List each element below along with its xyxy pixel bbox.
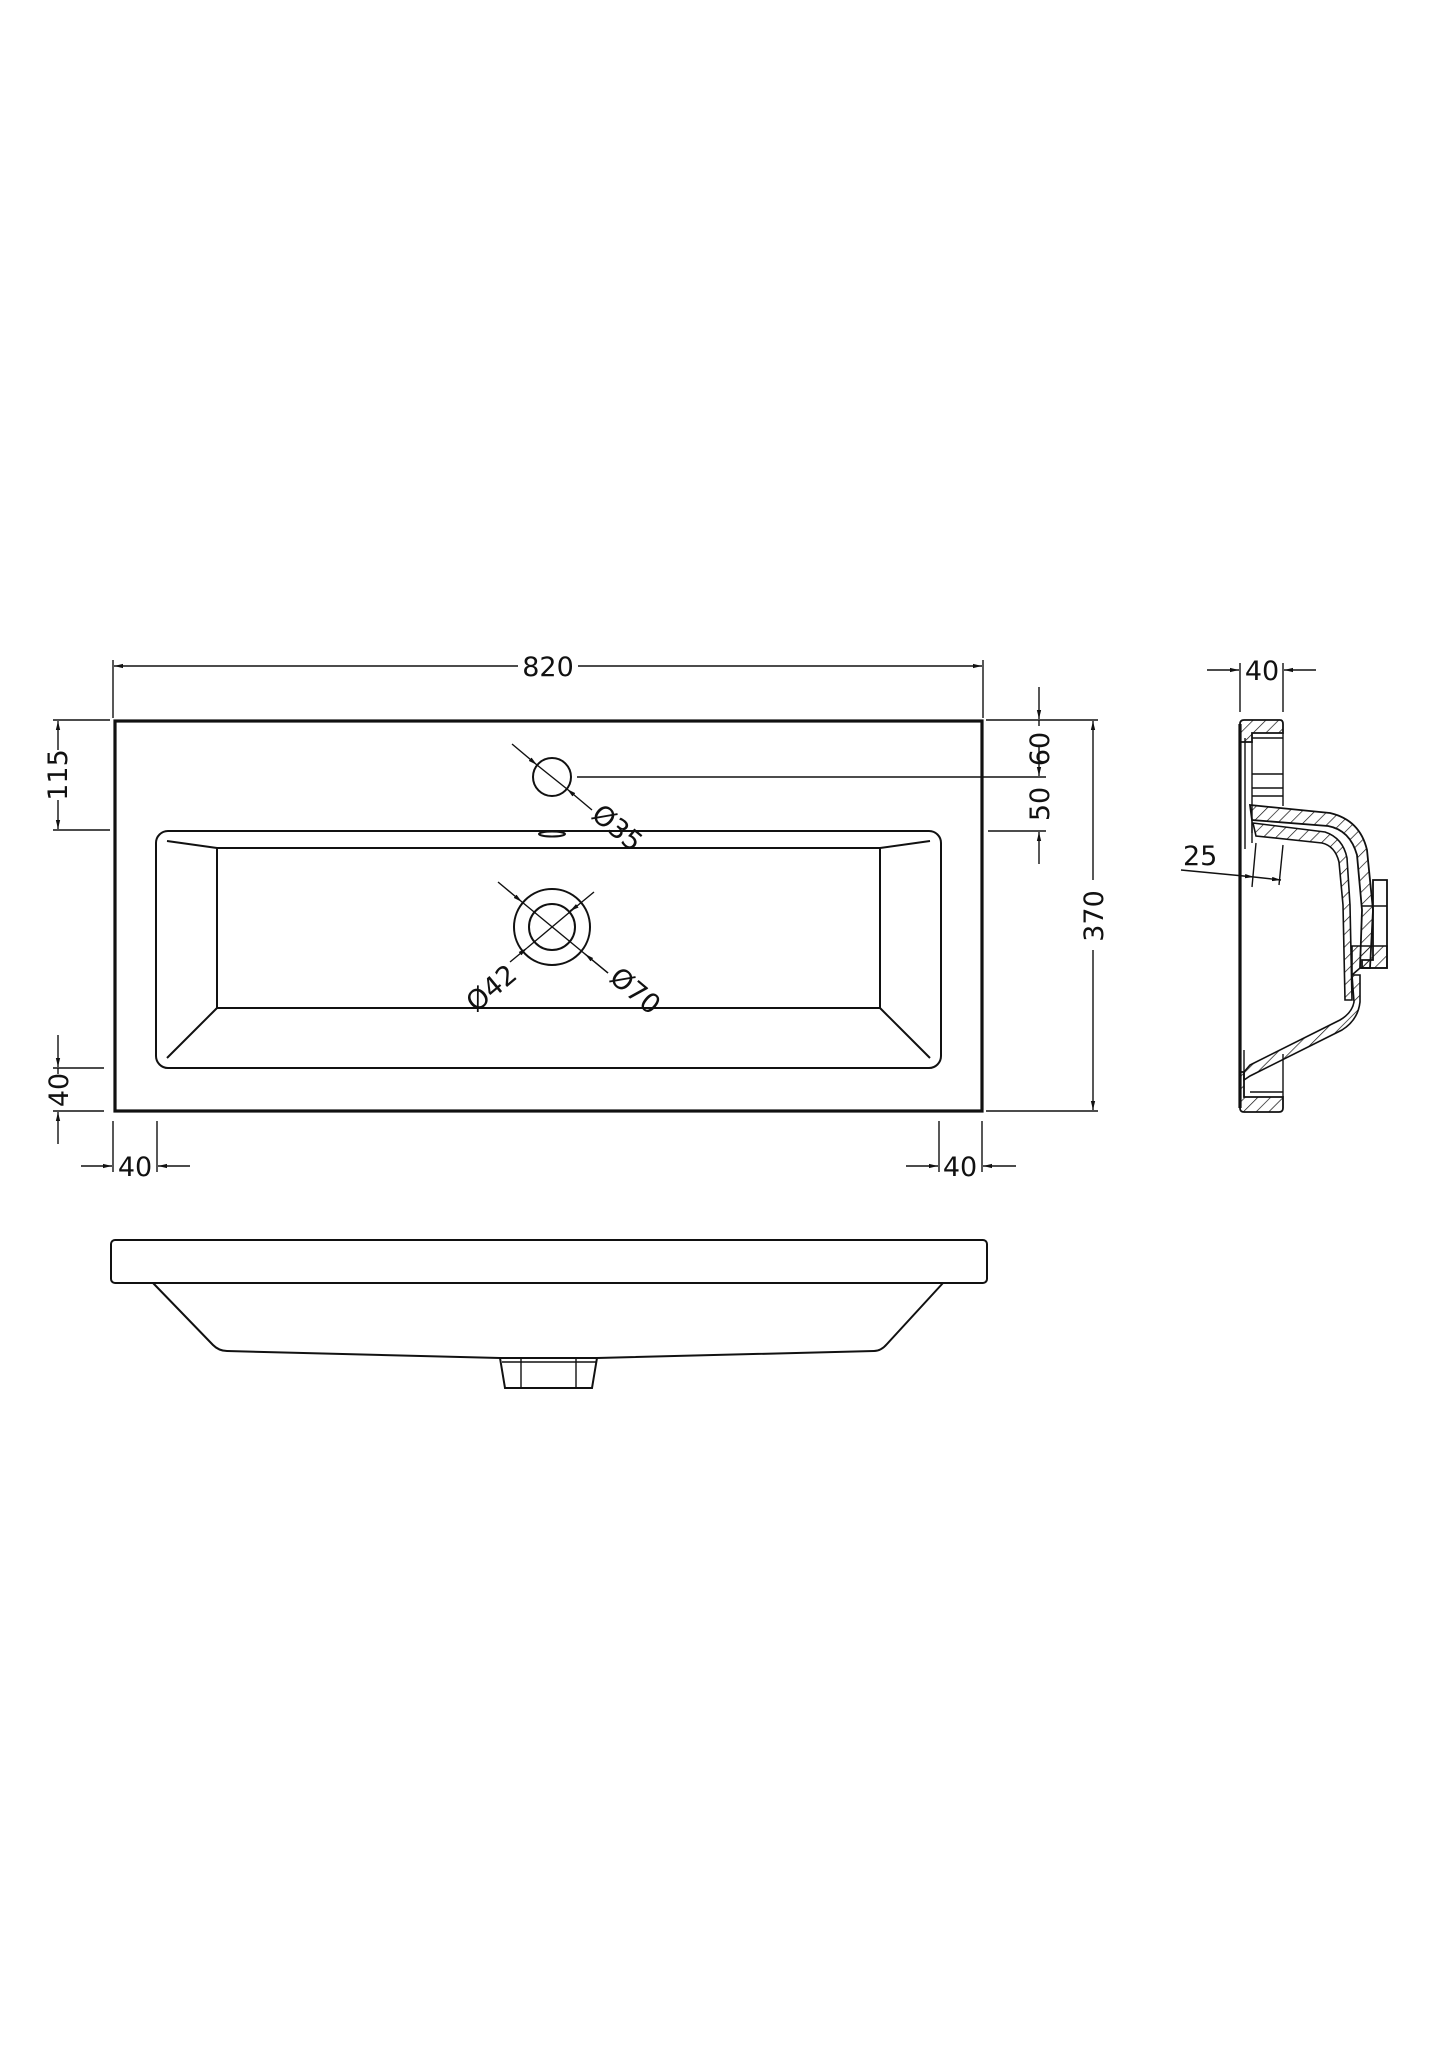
tap-offset-label: 115 xyxy=(43,749,74,801)
basin-body xyxy=(152,1282,944,1359)
tap-hole-diameter-line xyxy=(536,764,568,790)
dimension-line xyxy=(1253,876,1282,882)
front-elevation-view xyxy=(110,1239,988,1389)
waste-outer xyxy=(513,888,591,966)
bowl-corner-line xyxy=(879,840,931,849)
tap-hole-diameter-label: Ø35 xyxy=(586,799,649,858)
side-section-view: 40 25 xyxy=(1180,656,1388,1113)
rim-thickness-label: 40 xyxy=(1245,656,1279,687)
overflow-slot xyxy=(538,830,566,838)
extension-line xyxy=(1278,844,1284,886)
basin-top-slab xyxy=(110,1239,988,1284)
bowl-wall-slope xyxy=(1243,974,1361,1082)
plan-view: Ø35 Ø42 Ø70 820 115 40 xyxy=(43,652,1110,1183)
overall-depth-label: 370 xyxy=(1079,890,1110,942)
waste-dim-line xyxy=(576,891,595,907)
overflow-offset-label: 25 xyxy=(1183,841,1217,872)
waste-dim-line xyxy=(584,953,609,974)
bowl-corner-line xyxy=(166,1007,218,1059)
right-rim-label: 40 xyxy=(943,1152,977,1183)
waste-dim-line xyxy=(526,905,578,949)
waste-inner xyxy=(528,903,576,951)
waste-boss-hatched xyxy=(1351,945,1388,977)
tap-to-back-label: 60 xyxy=(1025,732,1056,766)
waste-outer-diameter-label: Ø70 xyxy=(604,962,667,1021)
waste-outlet xyxy=(499,1357,598,1389)
waste-inner-diameter-label: Ø42 xyxy=(461,959,524,1018)
tap-hole-dim-line xyxy=(566,788,593,811)
bowl-corner-line xyxy=(879,1007,931,1059)
overall-width-label: 820 xyxy=(522,652,574,683)
overflow-channel-inner xyxy=(1251,822,1353,1001)
extension-line xyxy=(1251,842,1257,888)
basin-outline xyxy=(113,719,984,1113)
tap-hole-dim-line xyxy=(511,743,538,766)
bowl-corner-line xyxy=(166,840,218,849)
tap-hole xyxy=(532,757,572,797)
section-bottom-cap xyxy=(1239,1071,1284,1113)
bowl-floor xyxy=(216,847,881,1009)
left-rim-label: 40 xyxy=(118,1152,152,1183)
tap-to-bowl-label: 50 xyxy=(1025,787,1056,821)
waste-dim-line xyxy=(497,881,523,903)
dimension-line xyxy=(1180,869,1255,879)
waste-dim-line xyxy=(509,947,528,963)
front-rim-label: 40 xyxy=(44,1073,75,1107)
section-top-cap xyxy=(1239,719,1284,743)
